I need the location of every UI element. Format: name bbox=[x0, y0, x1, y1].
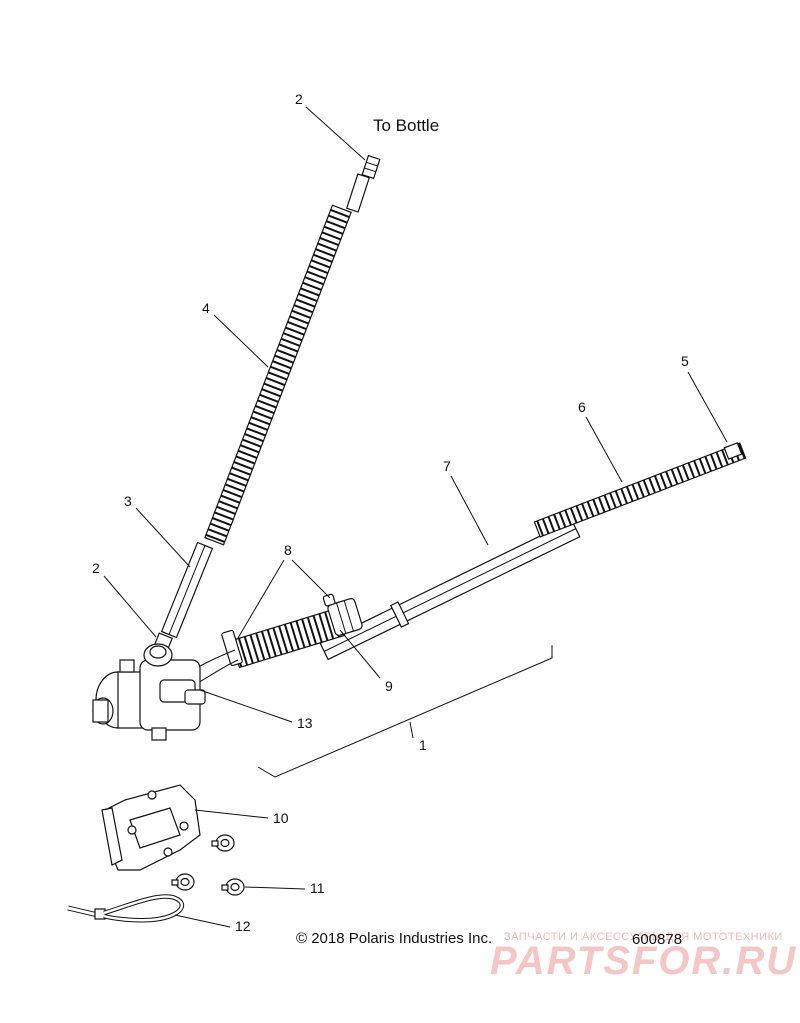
callout-8: 8 bbox=[284, 542, 292, 558]
mounting-bracket bbox=[101, 784, 201, 871]
screws bbox=[171, 834, 245, 896]
assembly-bracket-line bbox=[257, 645, 553, 778]
figure-number: 600878 bbox=[632, 931, 682, 948]
callout-6: 6 bbox=[578, 399, 586, 415]
to-bottle-label: To Bottle bbox=[373, 116, 439, 135]
watermark-brand: PARTSFOR.RU bbox=[490, 939, 797, 983]
callout-9: 9 bbox=[385, 678, 393, 694]
callout-1: 1 bbox=[419, 737, 427, 753]
copyright-notice: © 2018 Polaris Industries Inc. bbox=[296, 930, 492, 947]
pump-motor bbox=[92, 643, 206, 741]
callout-5: 5 bbox=[681, 353, 689, 369]
callout-2-top: 2 bbox=[295, 91, 303, 107]
cable-tie bbox=[67, 894, 184, 923]
callout-11: 11 bbox=[310, 880, 325, 896]
upper-hose-assembly bbox=[150, 154, 381, 658]
callout-10: 10 bbox=[273, 810, 289, 826]
callout-12: 12 bbox=[235, 918, 251, 934]
watermark-tagline: ЗАПЧАСТИ И АКСЕССУАРЫ ДЛЯ МОТОТЕХНИКИ bbox=[504, 931, 783, 943]
callout-4: 4 bbox=[202, 300, 210, 316]
callout-7: 7 bbox=[443, 458, 451, 474]
callout-2-bottom: 2 bbox=[92, 560, 100, 576]
callout-13: 13 bbox=[297, 715, 313, 731]
lower-hose-assembly bbox=[184, 442, 747, 691]
callout-3: 3 bbox=[124, 493, 132, 509]
leader-lines bbox=[103, 106, 728, 928]
